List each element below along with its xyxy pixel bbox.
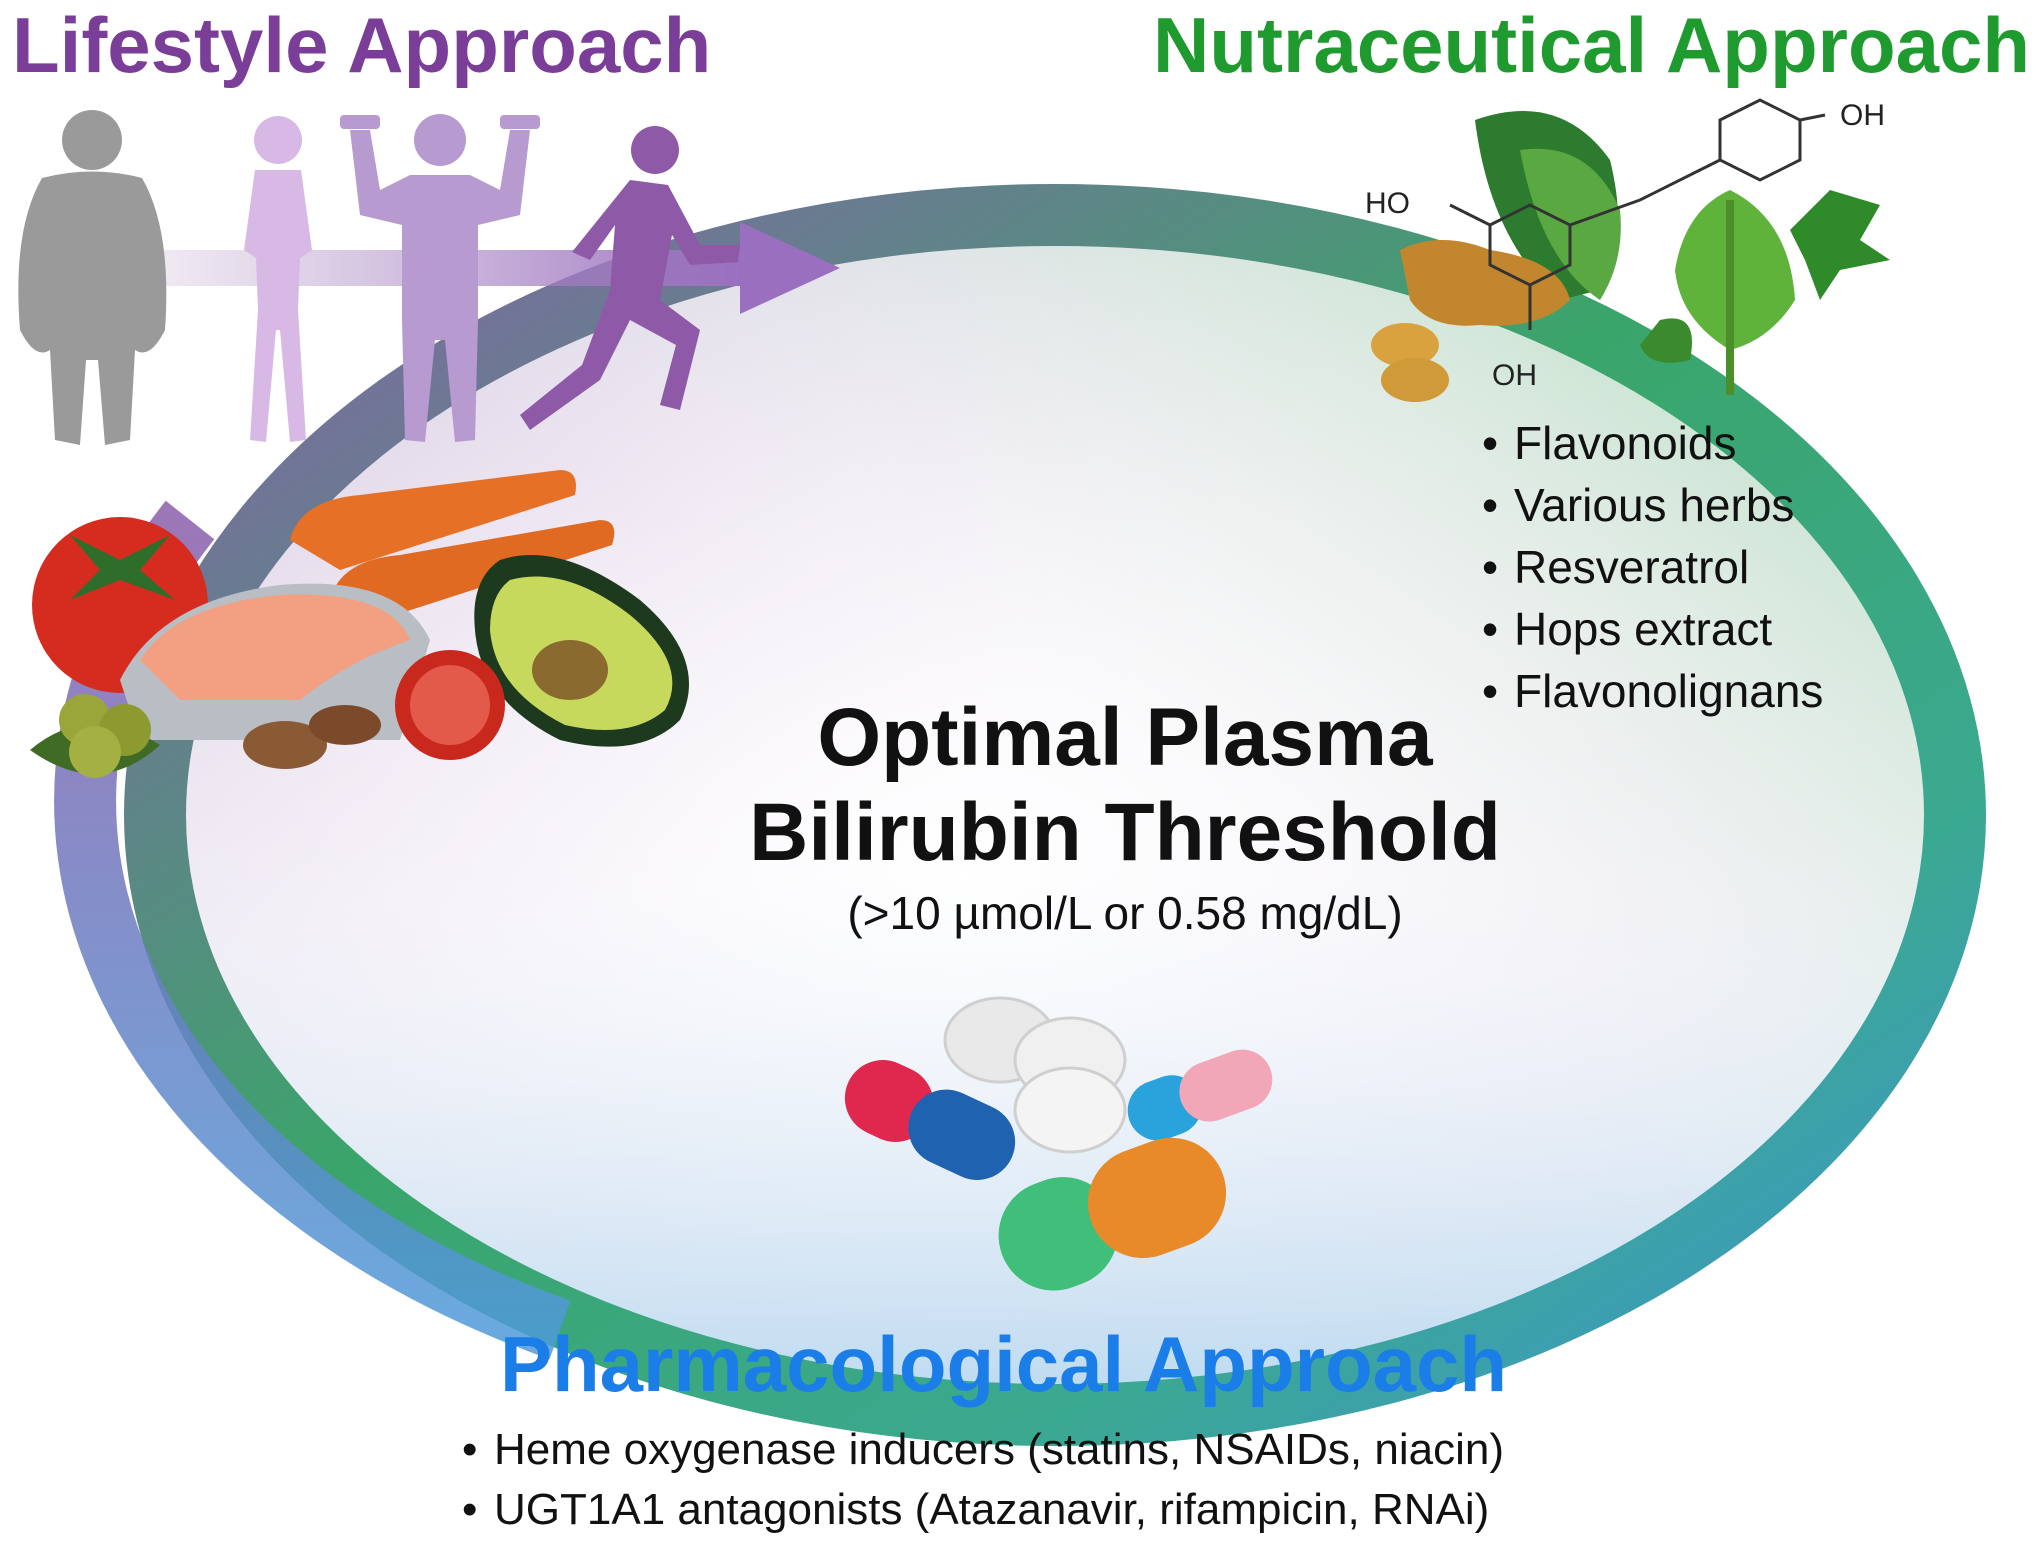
carrot-icon: [290, 470, 615, 620]
list-item: Heme oxygenase inducers (statins, NSAIDs…: [460, 1420, 1504, 1480]
pill-capsule-icon: [844, 1049, 1273, 1291]
molecule-label-oh-top: OH: [1840, 99, 1885, 132]
almond-icon: [243, 705, 381, 769]
molecule-label-ho: HO: [1365, 187, 1410, 220]
avocado-icon: [474, 555, 689, 747]
pharmacological-approach-title: Pharmacological Approach: [500, 1320, 1508, 1408]
center-title-line1: Optimal Plasma: [817, 692, 1433, 783]
salmon-steak-icon: [120, 583, 430, 740]
nutraceutical-approach-title: Nutraceutical Approach: [1153, 1, 2030, 89]
running-woman-icon: [520, 126, 740, 430]
center-title-line2: Bilirubin Threshold: [749, 787, 1501, 879]
list-item: Flavonolignans: [1480, 660, 1823, 722]
pharmacological-list: Heme oxygenase inducers (statins, NSAIDs…: [460, 1420, 1504, 1540]
lifestyle-approach-title: Lifestyle Approach: [12, 1, 712, 89]
nutraceutical-list: Flavonoids Various herbs Resveratrol Hop…: [1480, 412, 1823, 722]
muscular-man-icon: [340, 114, 540, 442]
list-item: Flavonoids: [1480, 412, 1823, 474]
tomato-slice-icon: [395, 650, 505, 760]
olive-icon: [30, 694, 160, 778]
center-title: Optimal Plasma Bilirubin Threshold: [560, 690, 1690, 880]
slim-woman-icon: [244, 116, 312, 442]
list-item: UGT1A1 antagonists (Atazanavir, rifampic…: [460, 1480, 1504, 1540]
leaf-icon: [1675, 190, 1795, 395]
threshold-subtitle: (>10 µmol/L or 0.58 mg/dL): [847, 887, 1403, 939]
list-item: Resveratrol: [1480, 536, 1823, 598]
tablet-icon: [943, 996, 1127, 1154]
list-item: Hops extract: [1480, 598, 1823, 660]
ginger-icon: [1371, 240, 1570, 402]
cycle-ring: [124, 184, 1986, 1446]
resveratrol-structure-icon: [1449, 98, 1826, 330]
list-item: Various herbs: [1480, 474, 1823, 536]
herb-icon: [1640, 190, 1890, 363]
molecule-label-oh-bottom: OH: [1492, 359, 1537, 392]
obese-person-icon: [18, 110, 167, 445]
